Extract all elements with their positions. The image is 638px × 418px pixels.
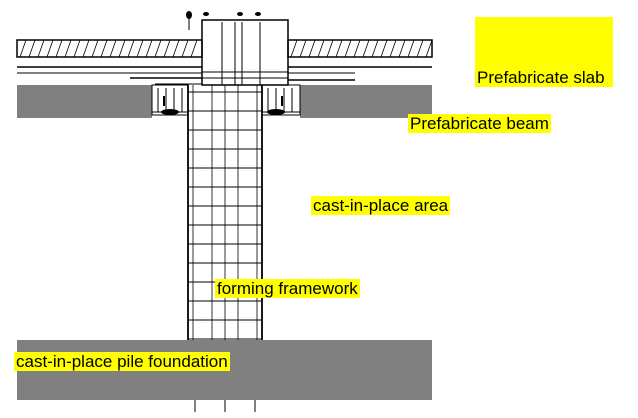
beam-left <box>17 85 152 118</box>
label-prefabricate-slab: Prefabricate slab <box>475 68 607 87</box>
rebar-tips <box>186 11 261 30</box>
rebar-cage <box>187 85 263 340</box>
label-cast-in-place-pile-foundation: cast-in-place pile foundation <box>14 352 230 371</box>
corbel-bolts <box>161 96 285 115</box>
pile-rebar <box>194 400 256 412</box>
label-cast-in-place-area: cast-in-place area <box>311 196 451 215</box>
label-forming-framework: forming framework <box>215 279 360 298</box>
beam-right <box>300 85 432 118</box>
slab-right <box>287 39 433 81</box>
label-prefabricate-beam: Prefabricate beam <box>408 114 551 133</box>
column-head <box>201 19 289 86</box>
slab-left <box>16 39 203 85</box>
